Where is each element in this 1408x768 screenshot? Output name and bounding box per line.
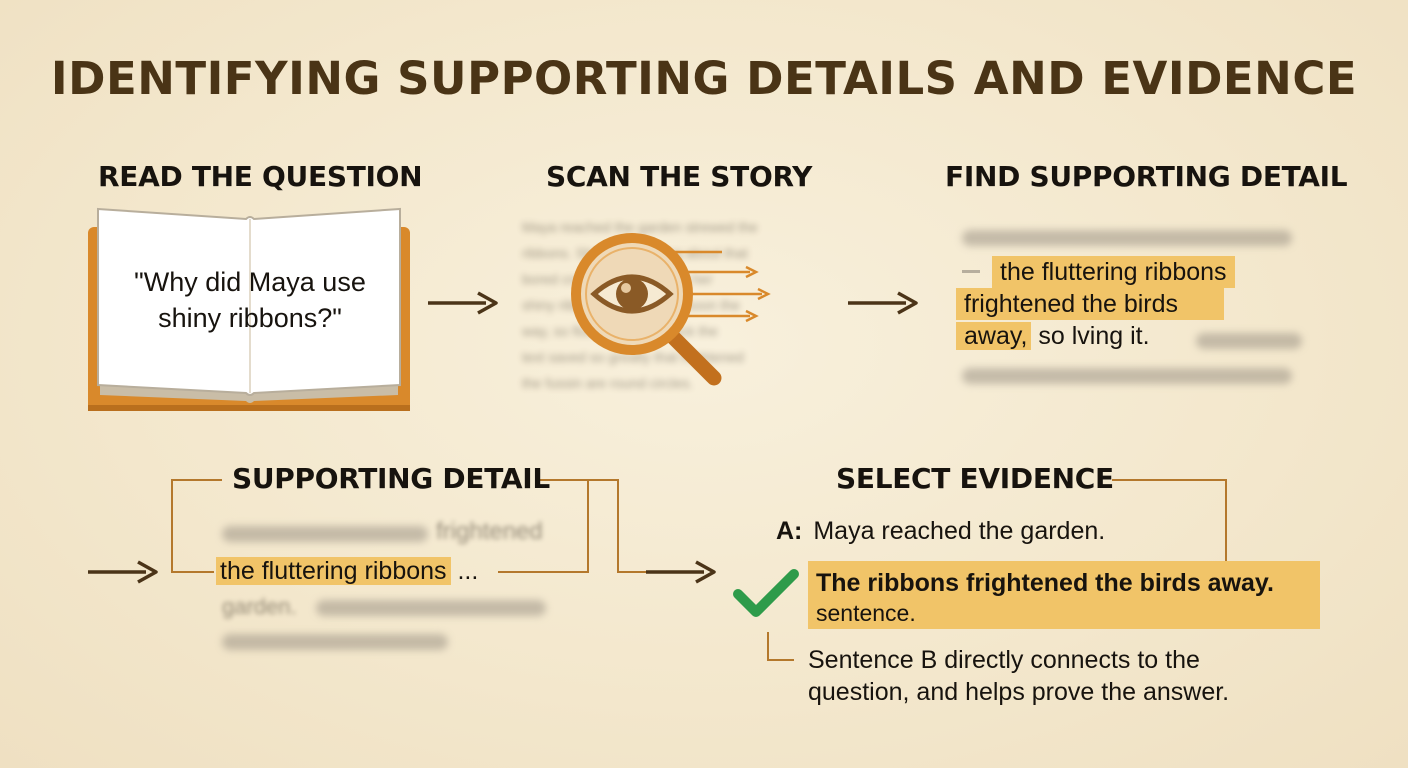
blurred-line	[962, 230, 1292, 246]
step-find-heading: FIND SUPPORTING DETAIL	[945, 160, 1348, 193]
blurred-line	[222, 634, 448, 650]
option-b-box[interactable]: The ribbons frightened the birds away. s…	[808, 561, 1320, 629]
find-highlight-line2: frightened the birds	[956, 288, 1224, 320]
option-b-rest: sentence.	[816, 600, 916, 626]
blurred-line	[222, 526, 428, 542]
arrow-right-icon	[88, 560, 158, 584]
blurred-line	[1196, 333, 1302, 349]
step-detail-heading: SUPPORTING DETAIL	[232, 462, 550, 495]
find-highlight-line3: away,	[956, 322, 1032, 350]
option-a-letter: A:	[776, 517, 803, 545]
detail-line: the fluttering ribbons ...	[216, 555, 478, 587]
connector-lines	[171, 479, 652, 573]
question-text: "Why did Maya use shiny ribbons?"	[134, 267, 366, 333]
step-read-heading: READ THE QUESTION	[98, 160, 423, 193]
option-b-text: The ribbons frightened the birds away.	[816, 569, 1274, 597]
detail-ellipsis: ...	[450, 557, 479, 585]
step-select-heading: SELECT EVIDENCE	[836, 462, 1114, 495]
page-title: IDENTIFYING SUPPORTING DETAILS AND EVIDE…	[50, 52, 1358, 105]
explanation-line1: Sentence B directly connects to the	[808, 646, 1200, 674]
blurred-line	[962, 368, 1292, 384]
option-a[interactable]: A: Maya reached the garden.	[776, 517, 1105, 546]
explanation-line2: question, and helps prove the answer.	[808, 678, 1230, 706]
magnifying-glass-eye-icon	[571, 233, 771, 386]
blurred-line	[316, 600, 546, 616]
arrow-right-icon	[848, 291, 918, 315]
step-scan-heading: SCAN THE STORY	[546, 160, 813, 193]
detail-highlight: the fluttering ribbons	[216, 557, 451, 585]
find-line3: away, so lving it.	[956, 320, 1150, 352]
open-book-icon	[88, 207, 410, 411]
check-mark-icon	[733, 569, 799, 617]
blurred-word: garden.	[222, 594, 297, 619]
evidence-connector-lines	[767, 479, 1227, 661]
find-line3-rest: so lving it.	[1031, 322, 1150, 350]
dash-mark	[962, 270, 980, 273]
arrow-right-icon	[646, 560, 716, 584]
blurred-word: frightened	[436, 518, 543, 545]
arrow-right-icon	[428, 291, 498, 315]
option-a-text: Maya reached the garden.	[813, 517, 1106, 545]
find-highlight-line1: the fluttering ribbons	[992, 256, 1235, 288]
